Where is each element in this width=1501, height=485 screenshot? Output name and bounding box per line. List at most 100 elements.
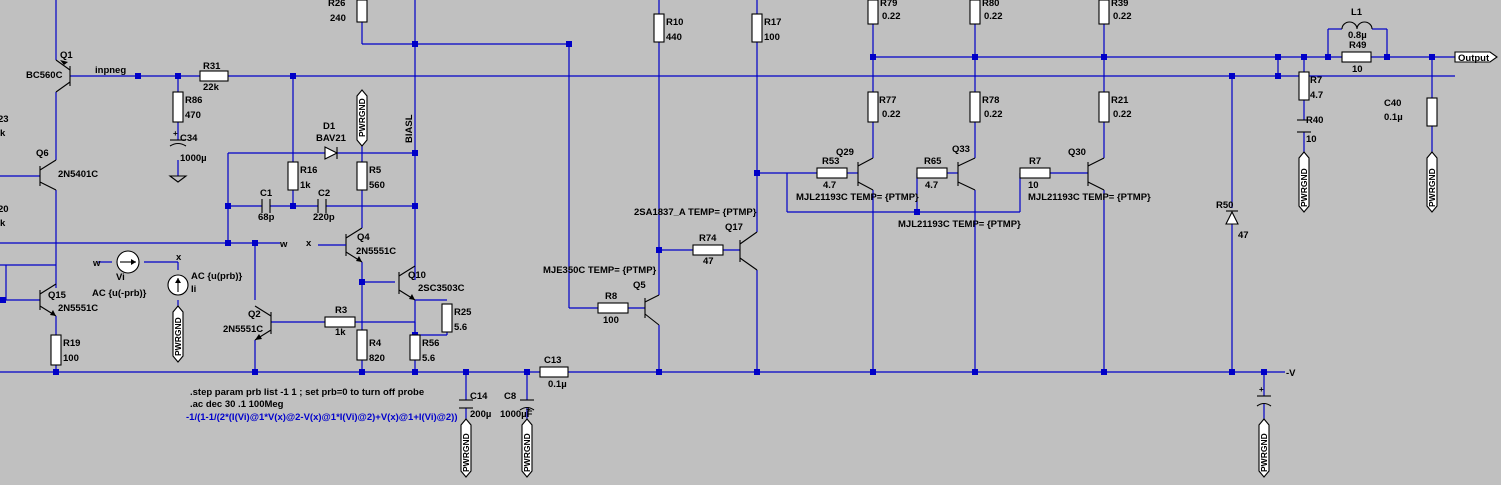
component-label: R80 [982,0,999,9]
resistor-r78[interactable]: R78 0.22 [969,91,1003,123]
voltage-source-vi[interactable]: w Vi AC {u(-prb)} [92,250,147,299]
component-label: R8 [605,291,617,302]
component-label: .step param prb list -1 1 ; set prb=0 to… [190,387,424,398]
resistor-r4[interactable]: R4 820 [356,329,385,364]
component-label: 1000µF [500,409,533,420]
component-label: PWRGND [522,433,532,472]
resistor-r17[interactable]: R17 100 [751,13,781,43]
resistor-r40[interactable]: R7 4.7 [1298,71,1323,101]
capacitor-c1[interactable]: C1 68p [258,188,275,223]
transistor-q1[interactable]: Q1 BC560C [26,50,73,93]
resistor-r65[interactable]: R65 4.7 [916,156,948,191]
resistor-r-load[interactable]: C40 0.1µ [1384,97,1438,127]
resistor-r39[interactable]: R39 0.22 [1098,0,1132,25]
component-label: Vi [116,272,125,283]
component-label: C2 [318,188,330,199]
resistor-r10[interactable]: R10 440 [653,13,683,43]
component-label: R3 [335,305,347,316]
component-label: 2N5551C [356,246,396,257]
component-label: PWRGND [461,433,471,472]
capacitor-c40[interactable]: R40 10 [1297,115,1323,145]
diode-d1[interactable]: D1 BAV21 [316,121,347,160]
resistor-r86[interactable]: R86 470 [172,91,202,123]
component-label: Q1 [60,50,73,61]
resistor-r80[interactable]: R80 0.22 [969,0,1003,25]
resistor-r21[interactable]: R21 0.22 [1098,91,1132,123]
component-label: R7 [1029,156,1041,167]
q33-model-label: MJL21193C TEMP= {PTMP} [898,219,1021,230]
resistor-r5[interactable]: R5 560 [356,161,385,191]
capacitor-c34[interactable]: + C34 1000µ [169,129,207,164]
component-label: 10 [1352,64,1363,75]
component-label: PWRGND [1259,433,1269,472]
resistor-r74[interactable]: R74 47 [692,233,724,267]
resistor-r25[interactable]: R25 5.6 [441,303,472,333]
resistor-r31[interactable]: R31 22k [199,61,229,93]
component-label: C34 [180,133,198,144]
component-label: 440 [666,32,682,43]
component-label: 100 [63,353,79,364]
pwrgnd-flag-c14: PWRGND [521,418,533,478]
transistor-q33[interactable]: Q33 [952,144,976,191]
capacitor-c13[interactable]: C14 200µ [459,391,491,420]
resistor-r3[interactable]: R3 1k [324,305,356,338]
spice-directives[interactable]: .step param prb list -1 1 ; set prb=0 to… [186,387,458,423]
resistor-r50[interactable]: C13 0.1µ [539,355,569,390]
capacitor-c2[interactable]: C2 220p [313,188,335,223]
resistor-r26[interactable]: R26 240 [328,0,368,24]
resistor-r16[interactable]: R16 1k [287,161,317,191]
component-label: Q33 [952,144,970,155]
transistor-q2[interactable]: Q2 2N5551C [223,305,272,341]
component-label: BAV21 [316,133,347,144]
net-label-w: w [279,239,288,250]
component-label: R40 [1306,115,1323,126]
transistor-q17[interactable]: Q17 [725,222,758,271]
current-source-ii[interactable]: x AC {u(prb)} Ii [167,252,242,296]
resistor-r79[interactable]: R79 0.22 [867,0,901,25]
resistor-r7[interactable]: R7 10 [1019,156,1051,191]
q17-model-label: 2SA1837_A TEMP= {PTMP} [634,207,757,218]
diode-d5[interactable]: R50 47 [1216,200,1249,241]
component-label: 68p [258,212,275,223]
resistor-r8[interactable]: R8 100 [597,291,629,326]
net-label-neg-v: -V [1286,368,1296,379]
component-label: PWRGND [357,98,367,137]
transistor-q6[interactable]: Q6 2N5401C [36,148,98,191]
net-label-w-left: w [92,258,101,269]
resistor-r56[interactable]: R56 5.6 [409,334,439,364]
component-label: 0.22 [984,109,1003,120]
resistor-r53[interactable]: R53 4.7 [816,156,848,191]
transistor-q15[interactable]: Q15 2N5551C [39,283,98,317]
component-label: 10 [1028,180,1039,191]
pwrgnd-flag-ii: PWRGND [172,305,184,363]
component-label: 4.7 [823,180,836,191]
pwrgnd-flag-r5: PWRGND [356,89,368,147]
resistor-r77[interactable]: R77 0.22 [867,91,901,123]
component-label: 820 [369,353,385,364]
resistor-r19[interactable]: R19 100 [50,334,80,366]
transistor-q4[interactable]: Q4 2N5551C [318,227,396,263]
transistor-q30[interactable]: Q30 [1068,147,1105,191]
component-label: 200µ [470,409,491,420]
component-label: Q29 [836,147,854,158]
component-label: 5.6 [454,322,467,333]
capacitor-c8[interactable]: + [1256,385,1272,407]
transistor-q10[interactable]: Q10 2SC3503C [398,265,465,301]
output-port[interactable]: Output [1454,51,1498,64]
inductor-l1[interactable]: L1 0.8µ [1341,7,1373,41]
resistor-r49[interactable]: R49 10 [1341,40,1372,75]
component-label: C1 [260,188,273,199]
component-label: 47 [1238,230,1249,241]
pwrgnd-flag-c8: PWRGND [1258,418,1270,478]
component-label: 0.22 [984,11,1003,22]
transistor-q29[interactable]: Q29 [836,147,874,191]
component-label: R74 [699,233,717,244]
q29-model-label: MJL21193C TEMP= {PTMP} [796,192,919,203]
net-label-biasl: BIASL [404,114,415,143]
component-label: 1000µ [180,153,207,164]
component-label: 0.22 [1113,109,1132,120]
component-label: 220p [313,212,335,223]
capacitor-c14[interactable]: + C8 1000µF [500,391,535,420]
transistor-q5[interactable]: Q5 [633,280,660,326]
